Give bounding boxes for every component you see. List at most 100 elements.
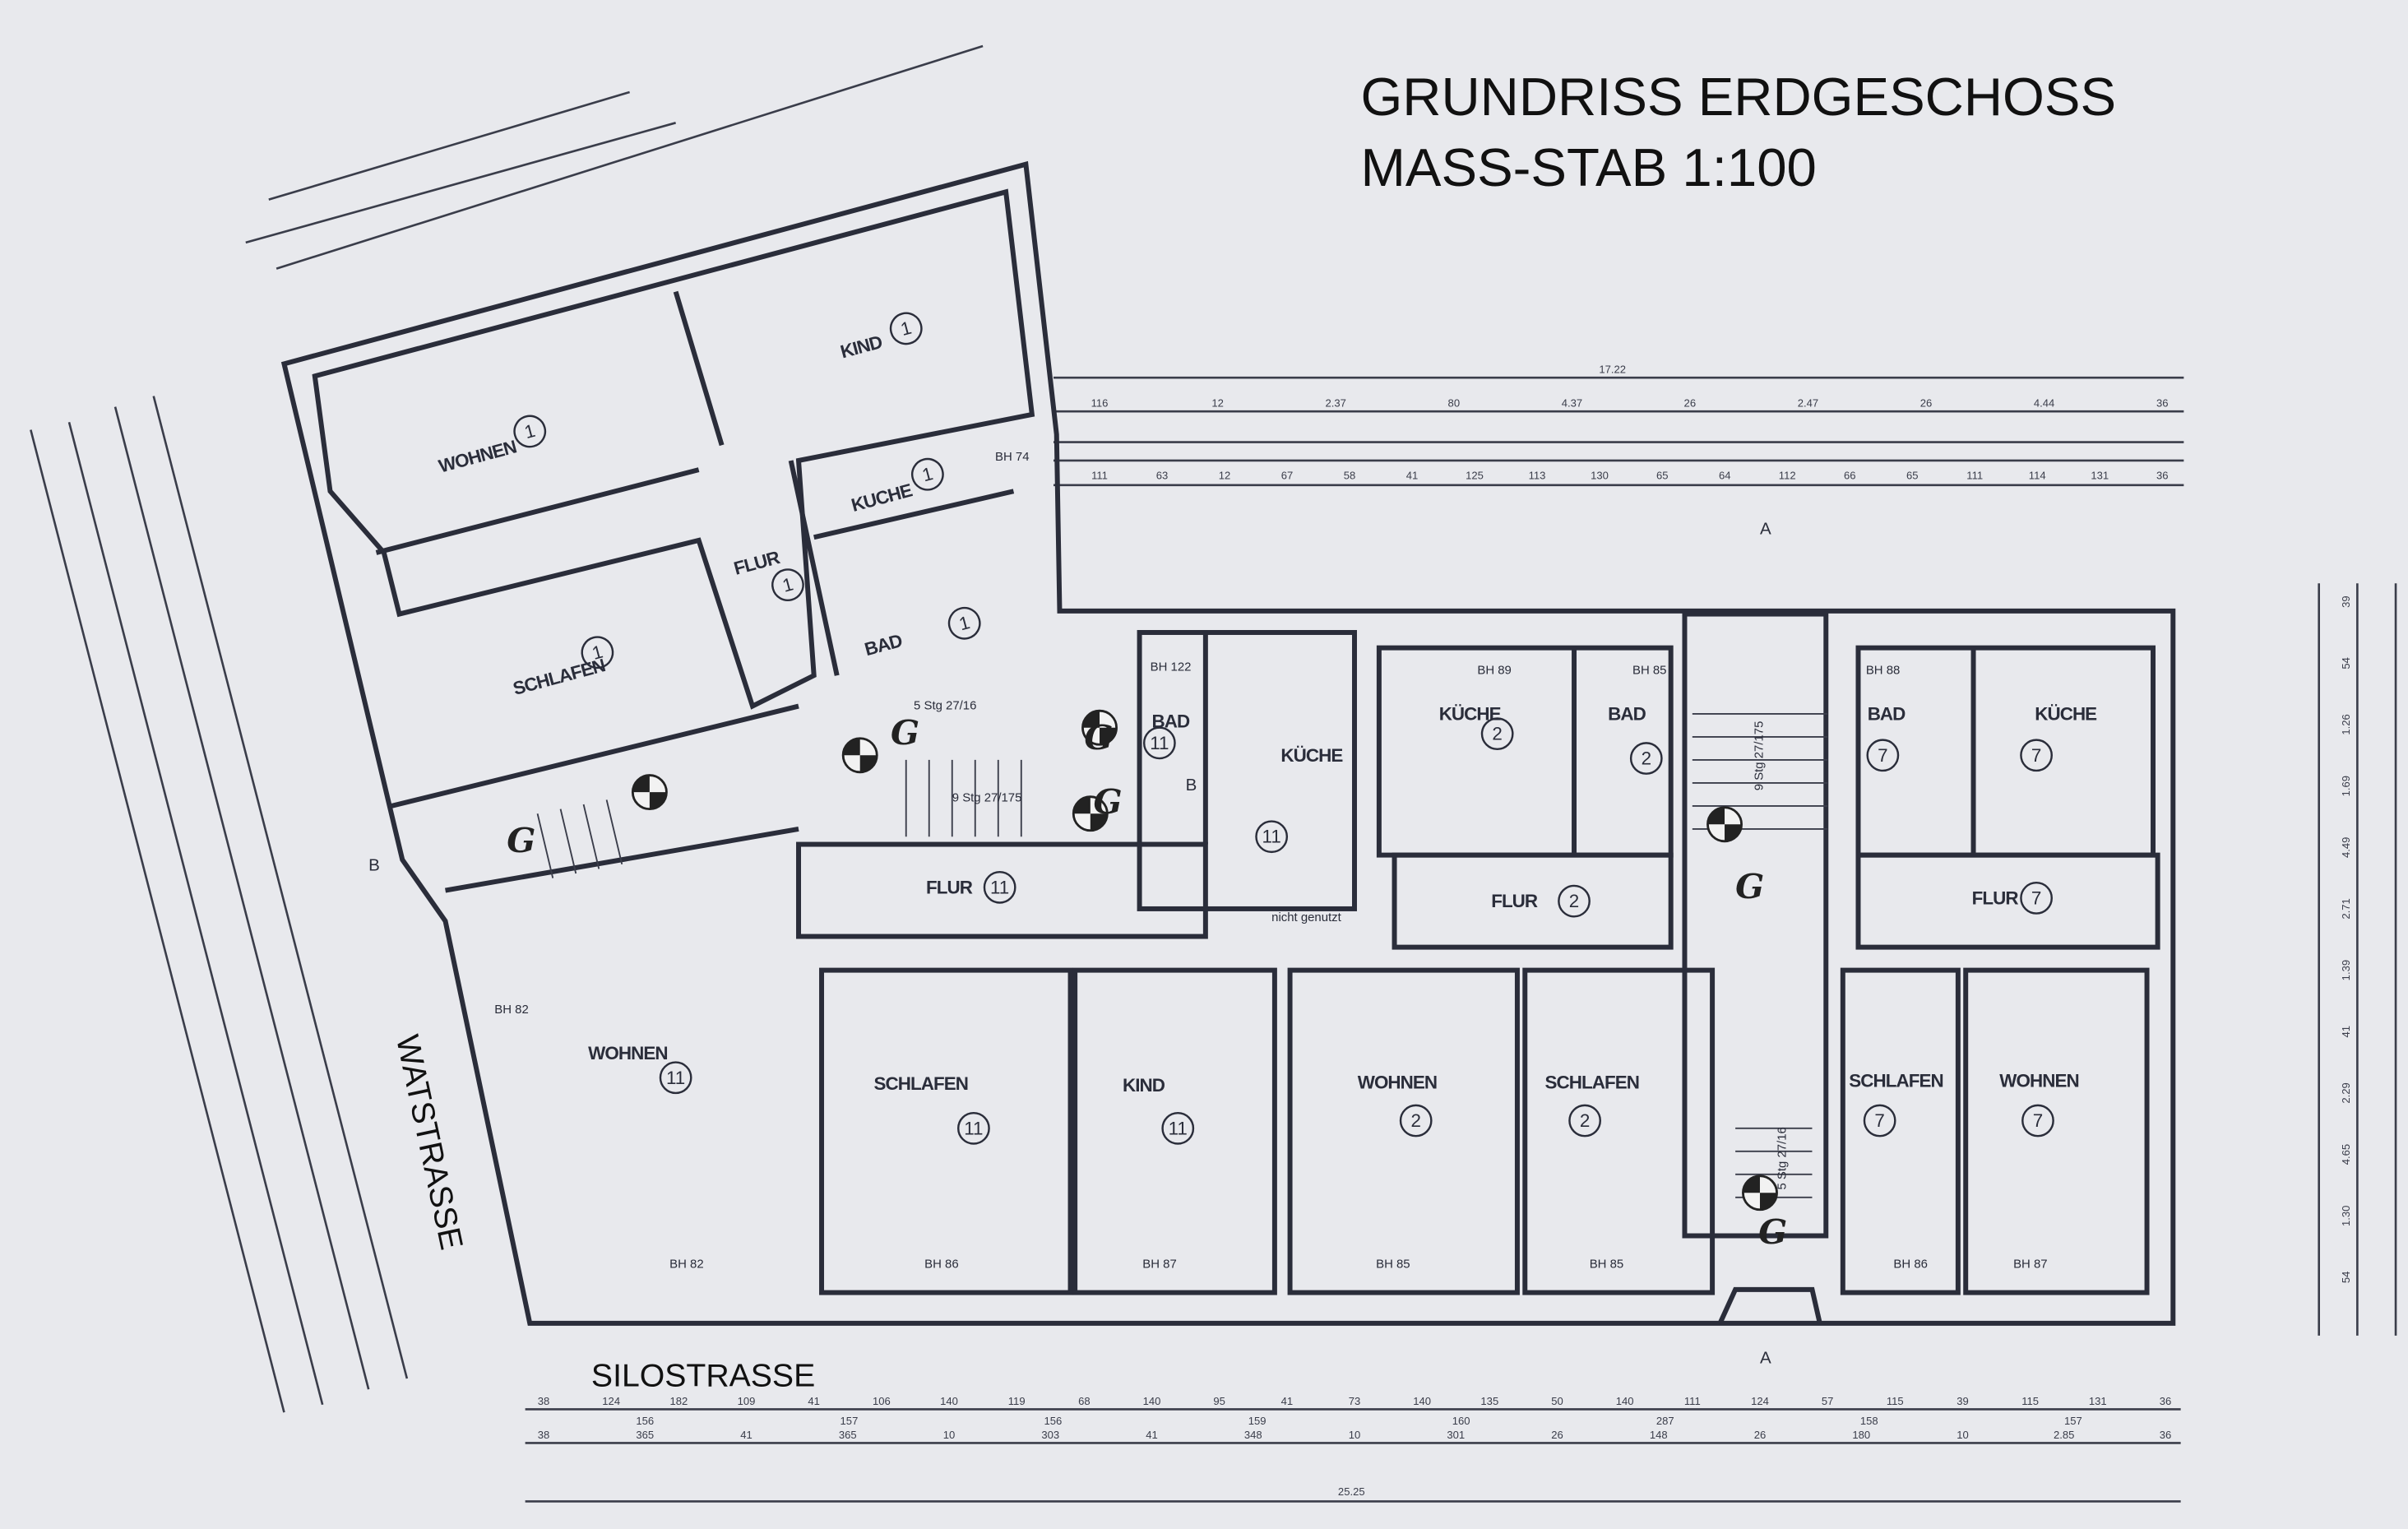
meter-symbols: [631, 709, 1778, 1212]
dimension-label: 63: [1156, 469, 1169, 481]
dimension-label: 115: [1887, 1395, 1904, 1407]
unit-number: 7: [2033, 1110, 2043, 1131]
unit-number: 2: [1410, 1110, 1420, 1131]
dimension-label: 2.85: [2054, 1429, 2074, 1441]
dimension-label: 26: [1684, 397, 1697, 410]
unit-number: 1: [956, 612, 972, 634]
dimension-label: 119: [1008, 1395, 1026, 1407]
room-name: FLUR: [1972, 887, 2019, 908]
meter-symbol-icon: [1706, 806, 1743, 843]
dimension-label: 109: [738, 1395, 756, 1407]
dimension-label: 182: [669, 1395, 688, 1407]
street-label-silostrasse: SILOSTRASSE: [591, 1358, 815, 1393]
dimension-label: 124: [602, 1395, 620, 1407]
unit-number: 1: [522, 420, 538, 442]
dimension-label: 116: [1091, 397, 1109, 410]
dimension-label: 1.26: [2340, 714, 2352, 734]
room-name: KÜCHE: [1280, 745, 1343, 766]
dimension-label: 41: [740, 1429, 752, 1441]
dimension-label: 131: [2089, 1395, 2107, 1407]
sill-height-label: BH 85: [1632, 663, 1666, 677]
room-flur-7: FLUR 7: [1972, 882, 2053, 915]
room-name: FLUR: [1491, 891, 1538, 911]
unit-number: 7: [2031, 887, 2041, 908]
unit-number-circle: [1866, 739, 1900, 772]
sill-height-label: BH 82: [669, 1258, 703, 1272]
unit-number-circle: [889, 312, 923, 345]
dimension-label: 36: [2160, 1429, 2172, 1441]
dimension-label: 1.69: [2340, 776, 2352, 796]
unit-number-circle: [1863, 1104, 1896, 1137]
handwritten-g-mark: G: [507, 820, 535, 860]
unit-number-circle: [1480, 717, 1514, 751]
top-dimension-lines: [245, 44, 2184, 487]
unit-number-circle: [1161, 1111, 1195, 1145]
room-name: SCHLAFEN: [1545, 1072, 1639, 1092]
dimension-label: 114: [2029, 469, 2046, 481]
room-name: BAD: [1868, 703, 1906, 724]
dimension-label: 12: [1211, 397, 1224, 410]
bottom-dimension-lines: [525, 1408, 2181, 1503]
dimension-label: 10: [1956, 1429, 1969, 1441]
unit-number: 11: [1150, 733, 1169, 753]
unit-number: 11: [1262, 827, 1281, 847]
room-name: KÜCHE: [1439, 703, 1502, 724]
unit-number-circle: [1255, 820, 1289, 854]
handwritten-g-mark: G: [1735, 866, 1764, 906]
dimension-label: 125: [1466, 469, 1484, 481]
room-name: SCHLAFEN: [1849, 1070, 1943, 1091]
dimension-label: 68: [1078, 1395, 1091, 1407]
dimension-label: 140: [1413, 1395, 1431, 1407]
dimension-label: 180: [1852, 1429, 1870, 1441]
dimension-label: 130: [1591, 469, 1609, 481]
sill-height-label: BH 74: [995, 450, 1029, 464]
dimension-label: 160: [1452, 1415, 1470, 1427]
left-dimension-lines: [30, 396, 409, 1413]
section-marker-a-bottom: A: [1760, 1348, 1771, 1367]
room-name: KUCHE: [849, 480, 915, 516]
dimension-label: 2.29: [2340, 1082, 2352, 1103]
dimension-label: 148: [1650, 1429, 1668, 1441]
dimension-label: 66: [1844, 469, 1856, 481]
unit-number-circle: [1629, 742, 1663, 775]
section-marker-b-left: B: [368, 855, 380, 874]
dimension-label: 111: [1966, 469, 1983, 481]
dimension-label: 50: [1551, 1395, 1563, 1407]
dimension-label: 41: [1146, 1429, 1158, 1441]
room-name: KIND: [1123, 1075, 1165, 1096]
unit-number-circle: [947, 606, 981, 640]
section-marker-a-top: A: [1760, 520, 1771, 539]
dimension-label: 111: [1684, 1395, 1701, 1407]
plan-title: GRUNDRISS ERDGESCHOSS: [1360, 67, 2116, 127]
unit-number-circle: [1568, 1104, 1601, 1137]
dimension-label: 57: [1822, 1395, 1834, 1407]
unit-number-circle: [2020, 882, 2053, 915]
unit-number: 2: [1580, 1110, 1590, 1131]
sill-height-label: BH 122: [1151, 660, 1192, 674]
meter-symbol-icon: [631, 774, 668, 811]
dimension-label: 140: [1616, 1395, 1634, 1407]
dimension-label: 64: [1719, 469, 1731, 481]
dimension-label: 287: [1656, 1415, 1674, 1427]
stair-label: 5 Stg 27/16: [1776, 1127, 1790, 1189]
dimension-label: 1.30: [2340, 1206, 2352, 1226]
sill-height-label: BH 85: [1590, 1258, 1623, 1272]
unit-number-circle: [2020, 739, 2053, 772]
unit-number-circle: [2021, 1104, 2054, 1137]
dimension-label: 131: [2091, 469, 2109, 481]
dimension-label: 303: [1041, 1429, 1059, 1441]
meter-symbol-icon: [1742, 1175, 1778, 1212]
sill-height-label: BH 89: [1477, 663, 1511, 677]
unit-number: 11: [990, 877, 1009, 897]
dimension-label: 39: [2340, 595, 2352, 608]
dimension-label: 10: [943, 1429, 956, 1441]
